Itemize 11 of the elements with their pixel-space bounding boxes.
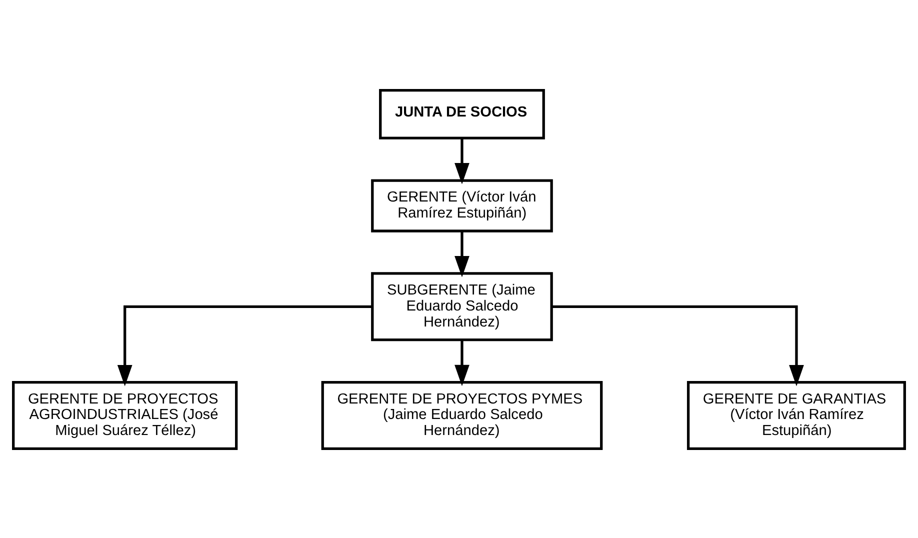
node-box: GERENTE DE GARANTIAS (Víctor Iván Ramírez Estupiñán) xyxy=(686,380,906,450)
arrow xyxy=(454,230,470,277)
arrow xyxy=(117,304,372,386)
node-box: GERENTE DE PROYECTOS AGROINDUSTRIALES (José Miguel Suárez Téllez) xyxy=(12,380,238,450)
arrow xyxy=(454,138,470,184)
node-box: SUBGERENTE (Jaime Eduardo Salcedo Hernández) xyxy=(371,272,553,341)
arrow xyxy=(552,304,804,386)
node-box: JUNTA DE SOCIOS xyxy=(379,88,545,139)
node-box: GERENTE DE PROYECTOS PYMES (Jaime Eduardo Salcedo Hernández) xyxy=(321,380,603,450)
arrow xyxy=(454,339,470,386)
node-box: GERENTE (Víctor Iván Ramírez Estupiñán) xyxy=(371,178,553,232)
